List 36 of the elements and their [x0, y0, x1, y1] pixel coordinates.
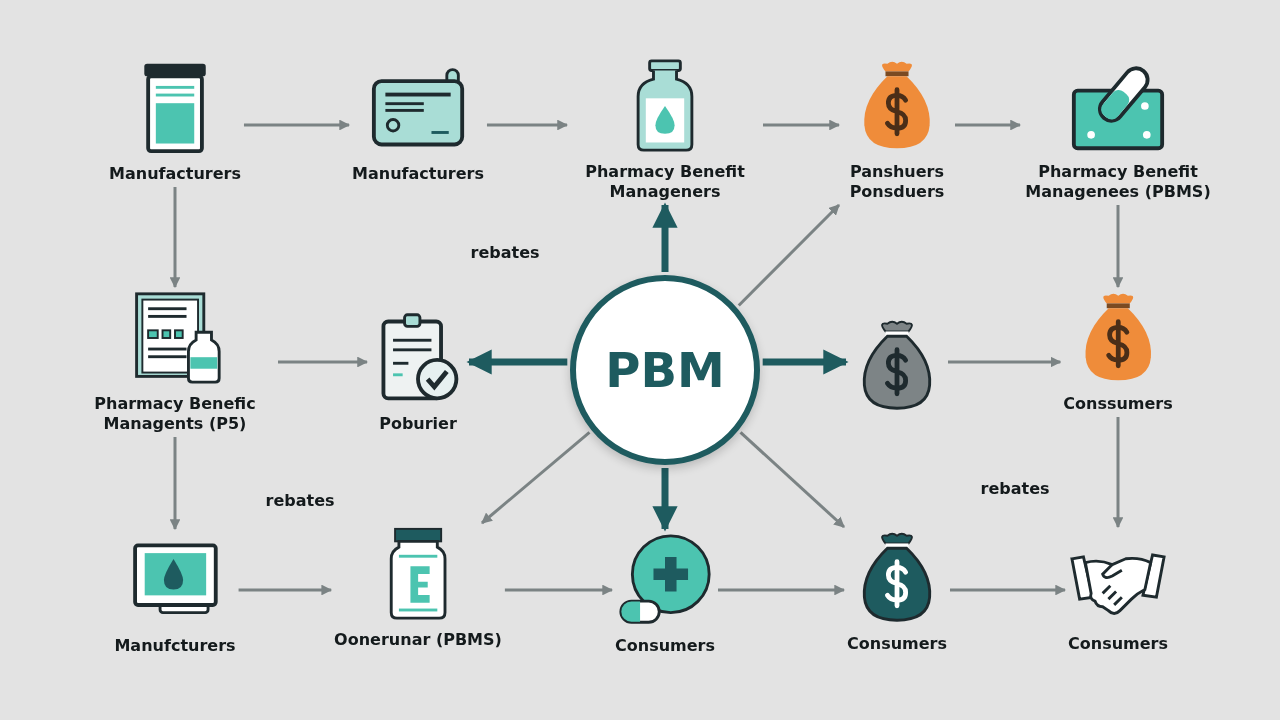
- node-label: Manufacturers: [109, 164, 241, 184]
- node-label: Consumers: [1068, 634, 1168, 654]
- arrow: [737, 203, 841, 307]
- arrow: [278, 356, 369, 368]
- node-label: Consumers: [615, 636, 715, 656]
- hub-circle: PBM: [570, 275, 760, 465]
- arrow: [486, 119, 569, 131]
- arrow: [762, 349, 849, 375]
- node-label: Panshuers Ponsduers: [848, 162, 946, 202]
- node-label: Pharmacy Benefic Managents (P5): [93, 394, 257, 434]
- arrow: [718, 584, 846, 596]
- node-label: Pharmacy Benefit Manageners: [584, 162, 746, 202]
- flow-note: rebates: [980, 479, 1050, 498]
- arrow: [739, 431, 846, 529]
- node-label: Manufacturers: [352, 164, 484, 184]
- node-label: Poburier: [379, 414, 457, 434]
- arrow: [169, 187, 181, 289]
- arrow: [504, 584, 614, 596]
- node-label: Oonerunar (PBMS): [334, 630, 502, 650]
- arrow: [466, 349, 568, 375]
- node-label: Manufcturers: [114, 636, 236, 656]
- node-label: Consumers: [847, 634, 947, 654]
- arrow: [243, 119, 351, 131]
- arrow: [955, 119, 1022, 131]
- arrow: [481, 431, 591, 525]
- arrow: [238, 584, 333, 596]
- flow-note: rebates: [470, 243, 540, 262]
- arrow: [948, 356, 1062, 368]
- arrow: [950, 584, 1067, 596]
- arrow: [169, 437, 181, 531]
- node-label: Conssumers: [1063, 394, 1173, 414]
- flow-note: rebates: [265, 491, 335, 510]
- node-label: Pharmacy Benefit Managenees (PBMS): [1024, 162, 1212, 202]
- arrow: [763, 119, 841, 131]
- arrow: [1112, 417, 1124, 529]
- arrow: [1112, 205, 1124, 289]
